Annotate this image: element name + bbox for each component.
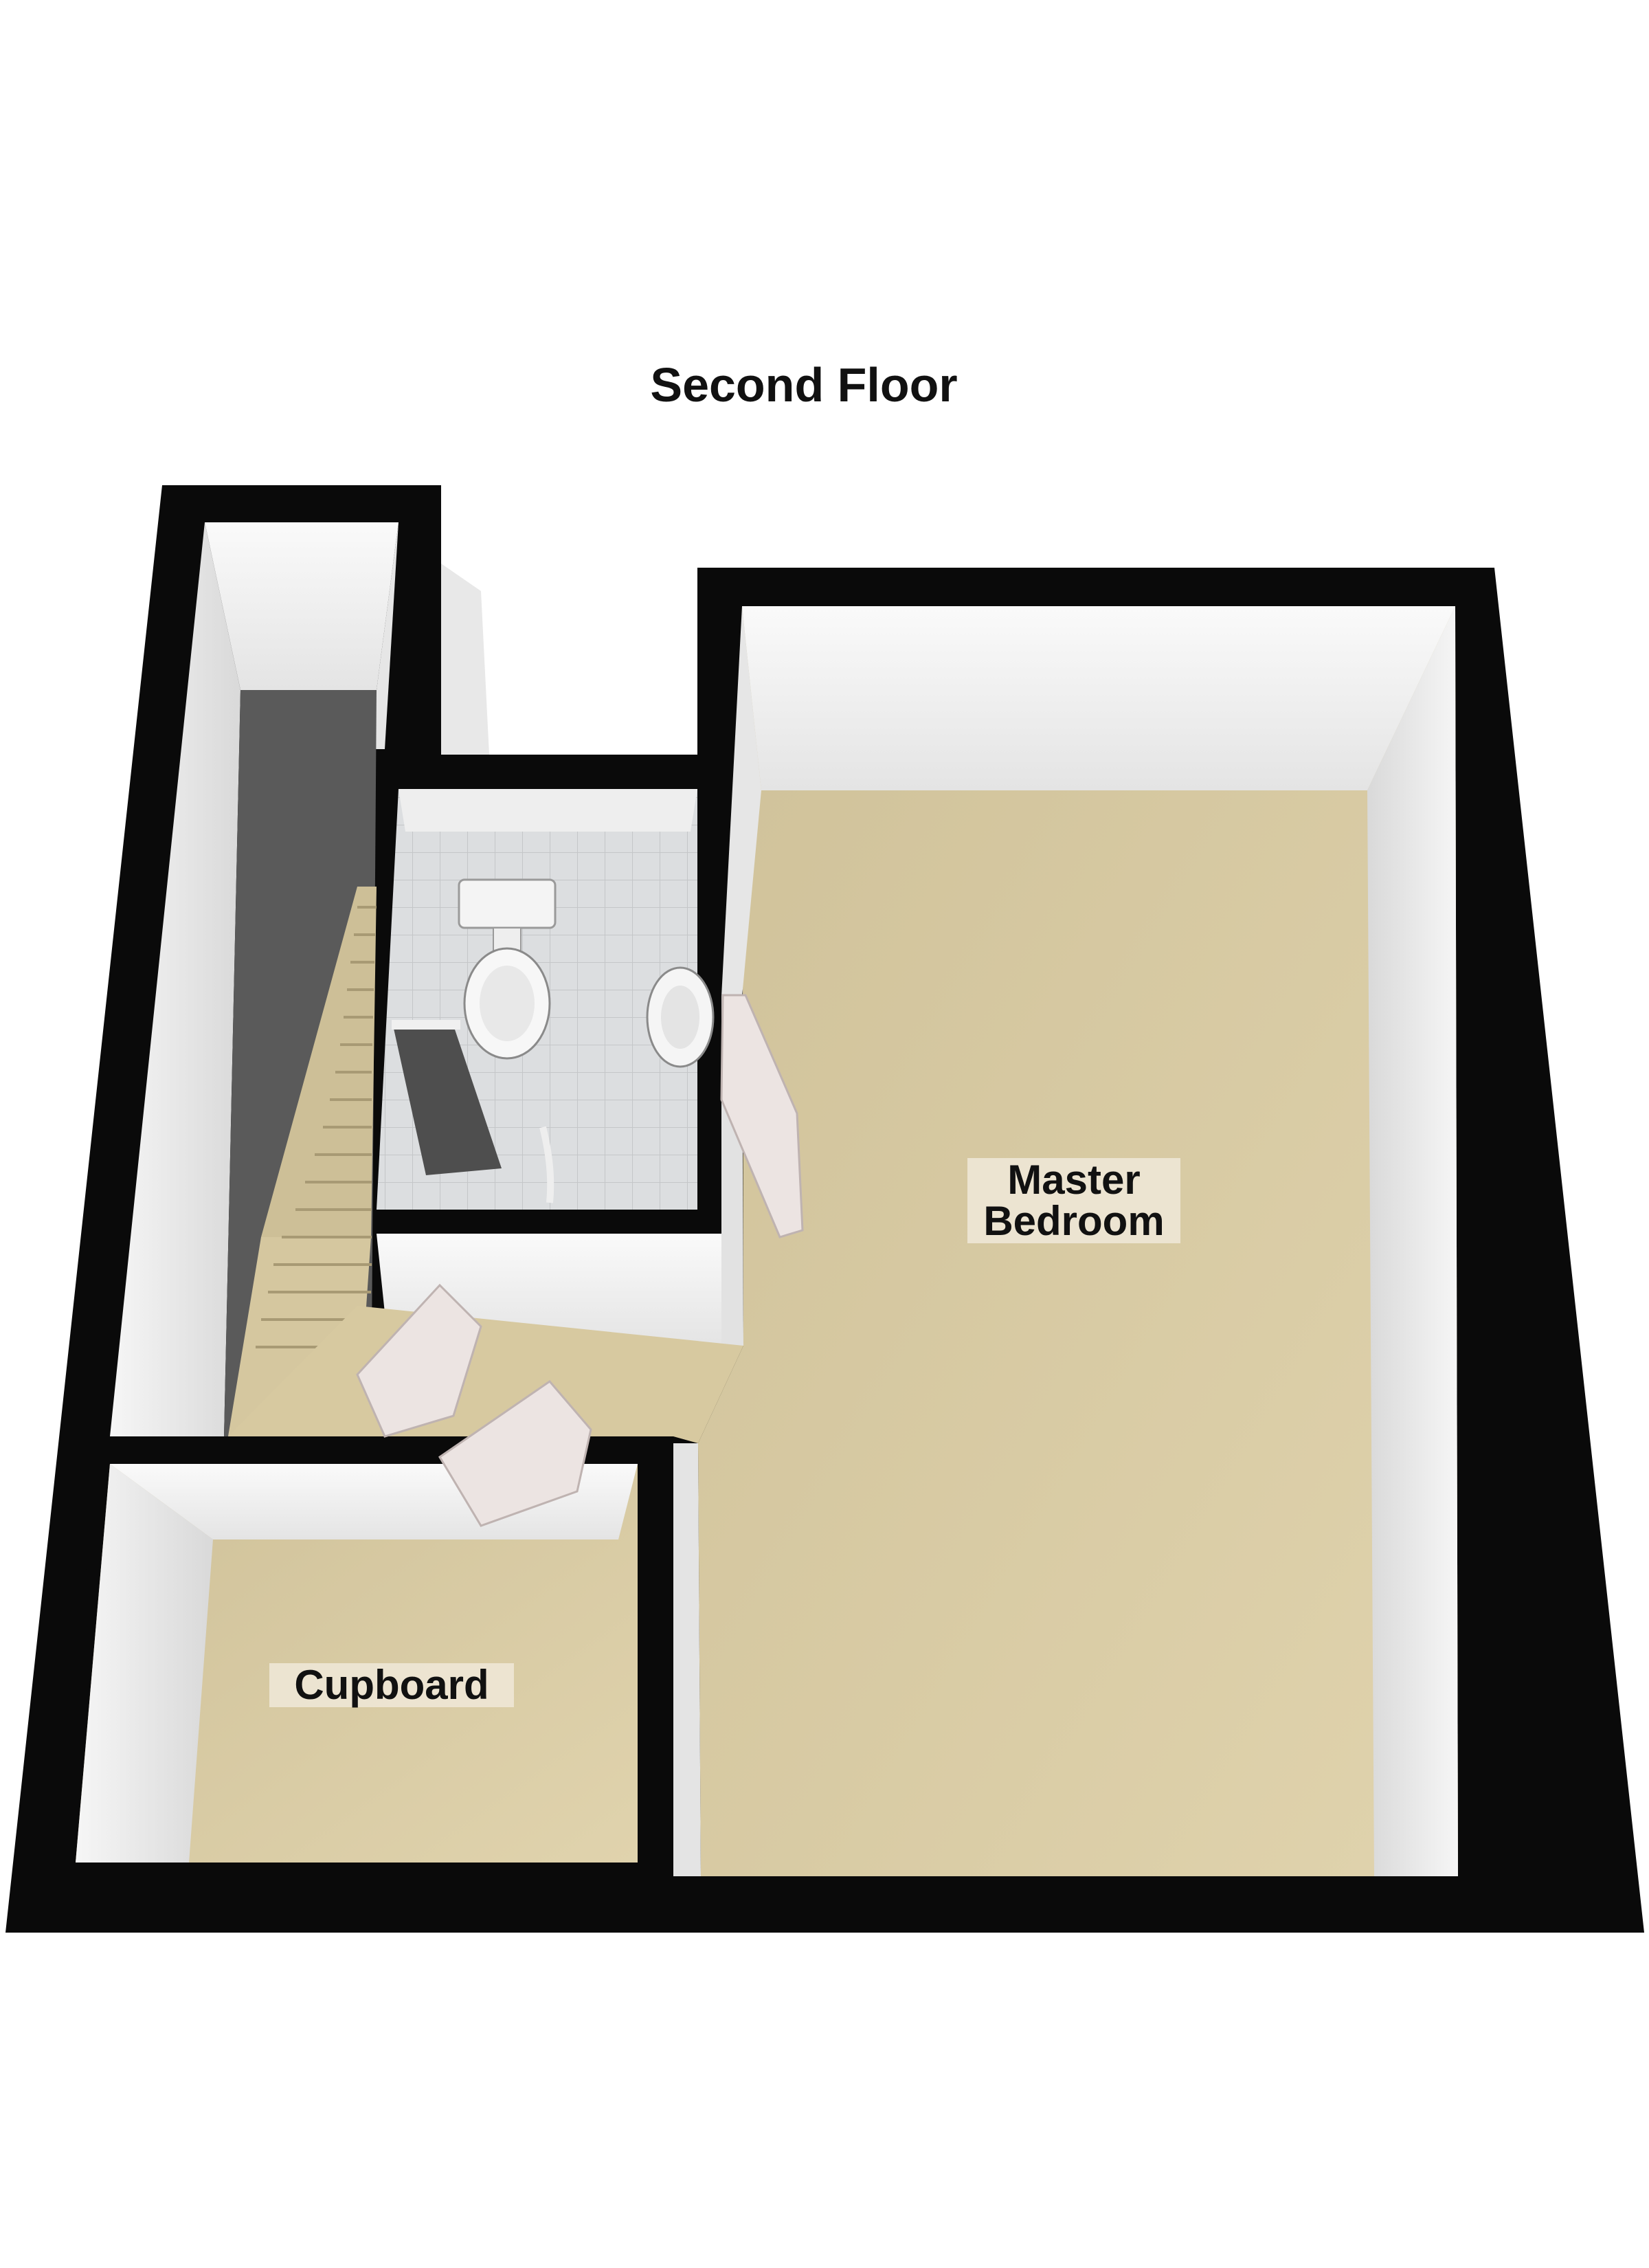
door-icon	[356, 994, 804, 1527]
room-label-cupboard: Cupboard	[269, 1663, 514, 1707]
floor-title: Second Floor	[650, 358, 958, 412]
basin-icon	[646, 966, 715, 1068]
shower-icon	[392, 1020, 554, 1203]
room-label-text: Cupboard	[294, 1662, 489, 1708]
bathroom	[377, 789, 715, 1210]
room-label-master-bedroom: Master Bedroom	[967, 1158, 1180, 1243]
room-label-text: Master Bedroom	[983, 1157, 1165, 1244]
toilet-icon	[458, 878, 557, 1060]
